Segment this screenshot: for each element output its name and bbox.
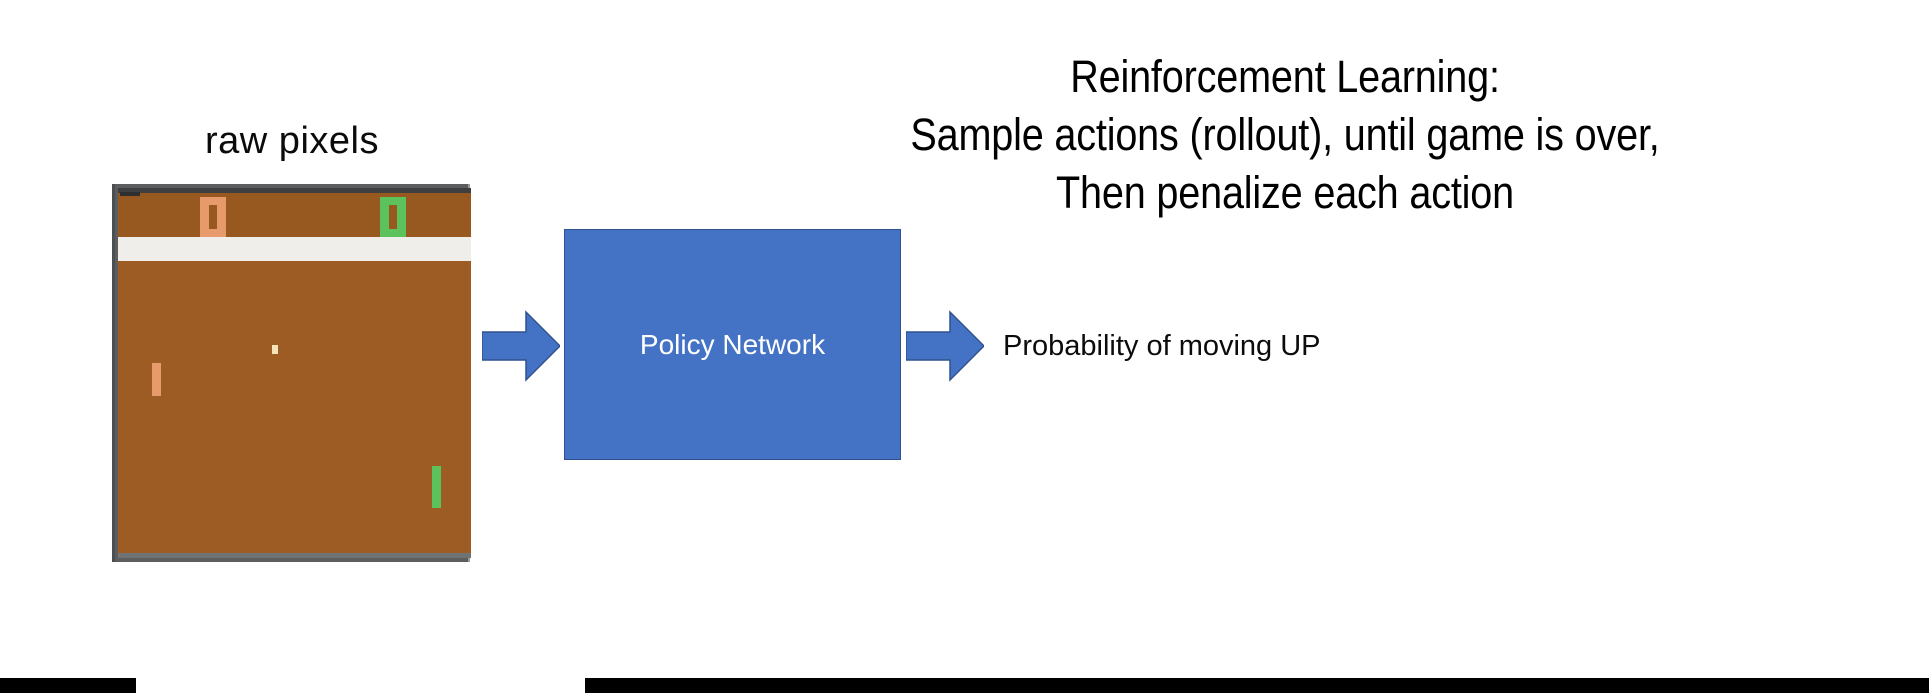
- output-label: Probability of moving UP: [1003, 330, 1321, 362]
- output-right-arrow-icon: [906, 310, 984, 382]
- slide-title: Reinforcement Learning: Sample actions (…: [717, 48, 1852, 222]
- pong-right-paddle: [432, 466, 441, 508]
- policy-network-box: Policy Network: [564, 229, 901, 460]
- pong-left-paddle: [152, 363, 161, 396]
- pong-screen: [118, 188, 471, 558]
- policy-network-label: Policy Network: [639, 328, 826, 360]
- bottom-black-bar-left: [0, 678, 136, 693]
- title-line-3: Then penalize each action: [1056, 167, 1514, 218]
- bottom-black-bar-right: [585, 678, 1929, 693]
- pong-game-screenshot: [112, 184, 471, 562]
- pong-divider-band: [118, 237, 471, 261]
- pong-playfield: [118, 261, 471, 558]
- pong-top-border: [118, 188, 471, 196]
- title-line-2: Sample actions (rollout), until game is …: [910, 109, 1660, 160]
- title-line-1: Reinforcement Learning:: [1070, 51, 1500, 102]
- pong-score-right: [380, 197, 406, 237]
- raw-pixels-label: raw pixels: [205, 120, 379, 162]
- pong-top-border-nub: [120, 192, 140, 196]
- pong-score-left: [200, 197, 226, 237]
- pong-bottom-border: [118, 553, 471, 558]
- pong-ball: [272, 345, 278, 354]
- input-right-arrow-icon: [482, 310, 560, 382]
- pong-score-band: [118, 193, 471, 238]
